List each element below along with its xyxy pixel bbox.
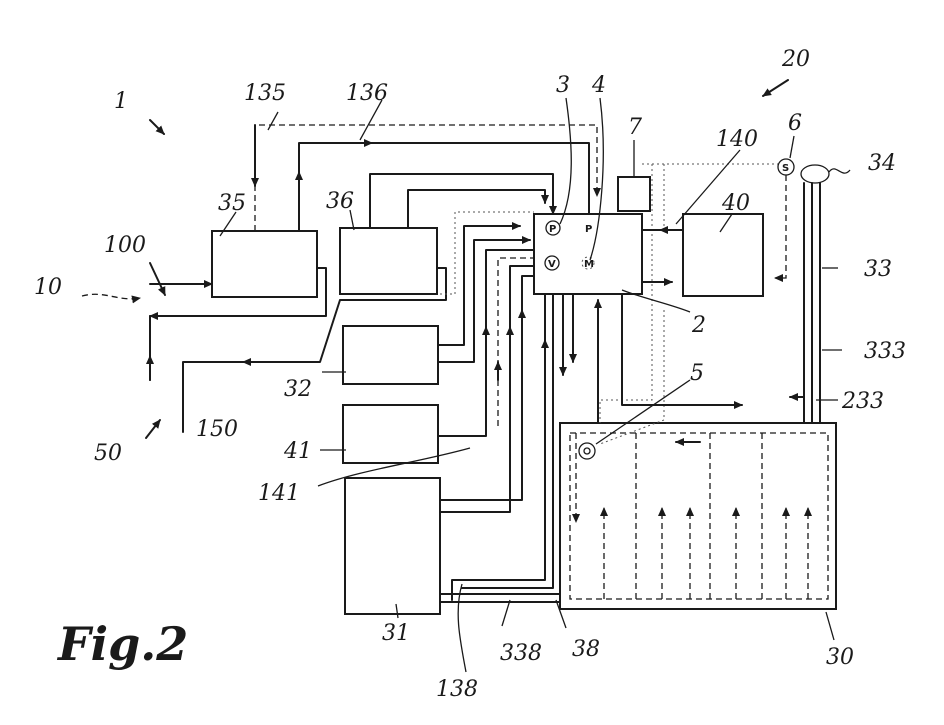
line-36-to-2-b (408, 190, 545, 228)
label-34: 34 (868, 151, 896, 176)
leader-2 (622, 290, 690, 312)
sensor-6-icon: S (778, 159, 794, 175)
leader-3 (560, 98, 571, 224)
label-1: 1 (114, 89, 128, 114)
leader-1 (150, 120, 164, 134)
label-35: 35 (218, 191, 246, 216)
line-32-a (438, 226, 520, 345)
label-100: 100 (104, 233, 146, 258)
line-41-dashed (498, 258, 534, 426)
leader-136 (360, 100, 382, 140)
leader-30 (826, 612, 834, 640)
box-36 (340, 228, 437, 294)
label-41: 41 (283, 439, 312, 464)
line-233 (622, 294, 742, 405)
svg-text:S: S (782, 163, 789, 174)
box-31 (345, 478, 440, 614)
box-35 (212, 231, 317, 297)
label-7: 7 (628, 115, 642, 140)
label-6: 6 (788, 111, 802, 136)
label-10: 10 (34, 275, 62, 300)
label-2: 2 (691, 313, 706, 338)
label-150: 150 (196, 417, 238, 442)
reservoir-34-icon (801, 165, 829, 183)
label-338: 338 (500, 641, 542, 666)
label-233: 233 (841, 389, 884, 414)
motor-icon: M (582, 257, 594, 270)
label-33: 33 (864, 257, 892, 282)
label-40: 40 (721, 191, 750, 216)
line-32-b (438, 240, 530, 362)
leader-34 (829, 169, 850, 173)
label-141: 141 (258, 481, 300, 506)
label-138: 138 (436, 677, 478, 702)
label-32: 32 (284, 377, 312, 402)
line-6-to-40 (775, 175, 786, 278)
figure-caption: Fig.2 (56, 617, 188, 671)
box-32 (343, 326, 438, 384)
leader-6 (790, 136, 794, 158)
label-5: 5 (690, 361, 704, 386)
label-38: 38 (572, 637, 600, 662)
leader-338 (502, 600, 510, 626)
label-333: 333 (864, 339, 906, 364)
svg-text:V: V (548, 259, 556, 270)
line-36-to-2-a (370, 174, 553, 228)
line-138-b (462, 294, 553, 588)
line-138 (452, 294, 545, 600)
label-20: 20 (781, 47, 810, 72)
leader-10 (82, 294, 140, 299)
label-3: 3 (556, 73, 570, 98)
svg-text:M: M (584, 259, 594, 270)
pressure-gauge-icon-2: P (585, 224, 592, 235)
label-4: 4 (591, 73, 606, 98)
label-50: 50 (94, 441, 122, 466)
leader-138 (458, 584, 466, 672)
leader-135 (268, 112, 278, 130)
svg-text:P: P (585, 224, 592, 235)
arrow-100-pointer (150, 263, 165, 295)
label-30: 30 (826, 645, 854, 670)
label-140: 140 (716, 127, 758, 152)
arrow-50-pointer (146, 420, 160, 438)
box-40 (683, 214, 763, 296)
label-36: 36 (326, 189, 354, 214)
label-31: 31 (382, 621, 410, 646)
box-41 (343, 405, 438, 463)
box-7 (618, 177, 650, 211)
tank-30 (560, 423, 836, 609)
label-136: 136 (346, 81, 388, 106)
svg-text:P: P (549, 224, 556, 235)
label-135: 135 (244, 81, 286, 106)
leader-20 (763, 80, 788, 96)
